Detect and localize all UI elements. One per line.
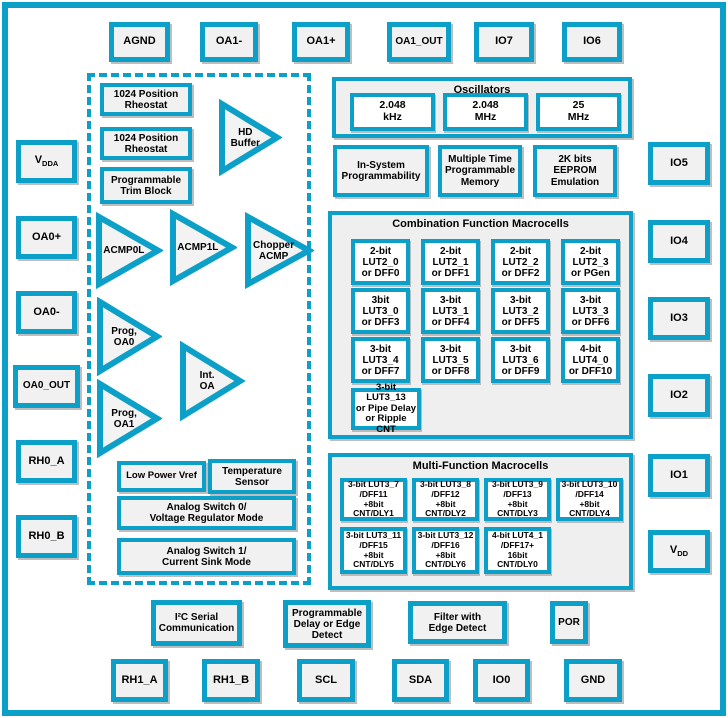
section-combination-function-macrocells: Combination Function Macrocells 2-bit LU…	[328, 211, 633, 439]
osc-2048-mhz: 2.048 MHz	[443, 93, 528, 131]
block-programmable-delay-edge-detect: Programmable Delay or Edge Detect	[283, 600, 371, 648]
block-filter-edge-detect: Filter with Edge Detect	[408, 601, 507, 644]
mfm-cell-lut3-12: 3-bit LUT3_12 /DFF16 +8bit CNT/DLY6	[412, 527, 479, 574]
pin-rh1-a: RH1_A	[111, 659, 168, 702]
cfm-cell-lut2-2: 2-bit LUT2_2 or DFF2	[491, 239, 550, 285]
cfm-cell-lut3-2: 3-bit LUT3_2 or DFF5	[491, 288, 550, 334]
cfm-title: Combination Function Macrocells	[392, 218, 569, 230]
block-i2c-serial-communication: I²C Serial Communication	[151, 600, 242, 646]
amp-prog-oa0-label: Prog, OA0	[111, 325, 137, 348]
amp-int-oa: Int. OA	[179, 341, 245, 421]
mfm-cell-lut3-8: 3-bit LUT3_8 /DFF12 +8bit CNT/DLY2	[412, 478, 479, 521]
cfm-cell-lut2-1: 2-bit LUT2_1 or DFF1	[421, 239, 480, 285]
block-analog-switch-1: Analog Switch 1/ Current Sink Mode	[117, 538, 296, 575]
cfm-cell-lut2-0: 2-bit LUT2_0 or DFF0	[351, 239, 410, 285]
pin-io1: IO1	[648, 454, 710, 497]
pin-vdd: VDD	[648, 530, 710, 573]
amp-acmp1l-label: ACMP1L	[177, 242, 219, 253]
block-programmable-trim: Programmable Trim Block	[100, 167, 192, 204]
amp-chopper-acmp-label: Chopper ACMP	[253, 239, 295, 262]
mfm-cell-lut3-11: 3-bit LUT3_11 /DFF15 +8bit CNT/DLY5	[340, 527, 407, 574]
pin-agnd: AGND	[109, 22, 170, 62]
cfm-cell-lut2-3: 2-bit LUT2_3 or PGen	[561, 239, 620, 285]
pin-scl: SCL	[297, 659, 355, 702]
mfm-cell-lut3-10: 3-bit LUT3_10 /DFF14 +8bit CNT/DLY4	[556, 478, 623, 521]
pin-oa1-plus: OA1+	[292, 22, 350, 62]
amp-acmp1l: ACMP1L	[169, 209, 237, 286]
cfm-cell-lut3-0: 3bit LUT3_0 or DFF3	[351, 288, 410, 334]
cfm-cell-lut3-1: 3-bit LUT3_1 or DFF4	[421, 288, 480, 334]
cfm-cell-lut3-6: 3-bit LUT3_6 or DFF9	[491, 337, 550, 383]
amp-chopper-acmp: Chopper ACMP	[244, 212, 314, 289]
mfm-cell-lut3-7: 3-bit LUT3_7 /DFF11 +8bit CNT/DLY1	[340, 478, 407, 521]
cfm-cell-lut3-13: 3-bit LUT3_13 or Pipe Delay or Ripple CN…	[351, 382, 421, 434]
cfm-grid: 2-bit LUT2_0 or DFF0 2-bit LUT2_1 or DFF…	[351, 239, 620, 383]
amp-prog-oa1: Prog, OA1	[96, 379, 162, 458]
block-low-power-vref: Low Power Vref	[117, 461, 206, 492]
pin-vdd-label: VDD	[669, 544, 689, 559]
pin-io2: IO2	[648, 374, 710, 417]
block-por: POR	[550, 601, 588, 644]
section-oscillators: Oscillators 2.048 kHz 2.048 MHz 25 MHz	[332, 77, 632, 138]
block-rheostat-1: 1024 Position Rheostat	[100, 127, 192, 160]
mfm-cell-lut4-1: 4-bit LUT4_1 /DFF17+ 16bit CNT/DLY0	[484, 527, 551, 574]
block-temperature-sensor: Temperature Sensor	[208, 459, 296, 494]
cfm-cell-lut3-5: 3-bit LUT3_5 or DFF8	[421, 337, 480, 383]
pin-io0: IO0	[473, 659, 530, 702]
cfm-cell-lut3-4: 3-bit LUT3_4 or DFF7	[351, 337, 410, 383]
pin-oa0-out: OA0_OUT	[13, 365, 80, 408]
block-analog-switch-0: Analog Switch 0/ Voltage Regulator Mode	[117, 496, 296, 530]
cfm-cell-lut3-3: 3-bit LUT3_3 or DFF6	[561, 288, 620, 334]
section-multi-function-macrocells: Multi-Function Macrocells 3-bit LUT3_7 /…	[328, 453, 633, 590]
amp-prog-oa1-label: Prog, OA1	[111, 407, 137, 430]
pin-vdda: VDDA	[16, 140, 77, 183]
pin-sda: SDA	[392, 659, 449, 702]
pin-gnd: GND	[564, 659, 622, 702]
pin-rh1-b: RH1_B	[202, 659, 260, 702]
pin-rh0-a: RH0_A	[16, 440, 77, 483]
pin-rh0-b: RH0_B	[16, 515, 77, 558]
block-rheostat-0: 1024 Position Rheostat	[100, 83, 192, 116]
pin-oa0-minus: OA0-	[16, 291, 77, 334]
osc-25-mhz: 25 MHz	[536, 93, 621, 131]
pin-io3: IO3	[648, 297, 710, 340]
pin-oa0-plus: OA0+	[16, 216, 77, 259]
pin-io6: IO6	[562, 22, 622, 62]
oscillators-grid: 2.048 kHz 2.048 MHz 25 MHz	[350, 93, 621, 131]
mfm-cell-lut3-9: 3-bit LUT3_9 /DFF13 +8bit CNT/DLY3	[484, 478, 551, 521]
amp-int-oa-label: Int. OA	[199, 370, 215, 392]
amp-prog-oa0: Prog, OA0	[96, 297, 162, 376]
pin-vdda-label: VDDA	[34, 154, 59, 169]
amp-hd-buffer: HD Buffer	[218, 99, 282, 176]
block-eeprom-emulation: 2K bits EEPROM Emulation	[533, 145, 617, 197]
pin-io7: IO7	[474, 22, 534, 62]
analog-region-dashed-border	[87, 73, 311, 585]
mfm-title: Multi-Function Macrocells	[412, 460, 549, 472]
pin-io5: IO5	[648, 142, 710, 185]
amp-hd-buffer-label: HD Buffer	[230, 126, 261, 149]
osc-2048-khz: 2.048 kHz	[350, 93, 435, 131]
block-in-system-programmability: In-System Programmability	[333, 145, 429, 197]
amp-acmp0l: ACMP0L	[95, 212, 163, 289]
amp-acmp0l-label: ACMP0L	[103, 245, 145, 256]
mfm-grid: 3-bit LUT3_7 /DFF11 +8bit CNT/DLY1 3-bit…	[340, 478, 623, 574]
pin-io4: IO4	[648, 220, 710, 263]
cfm-cell-lut4-0: 4-bit LUT4_0 or DFF10	[561, 337, 620, 383]
pin-oa1-minus: OA1-	[200, 22, 258, 62]
pin-oa1-out: OA1_OUT	[387, 22, 451, 62]
block-mtp-memory: Multiple Time Programmable Memory	[438, 145, 522, 197]
